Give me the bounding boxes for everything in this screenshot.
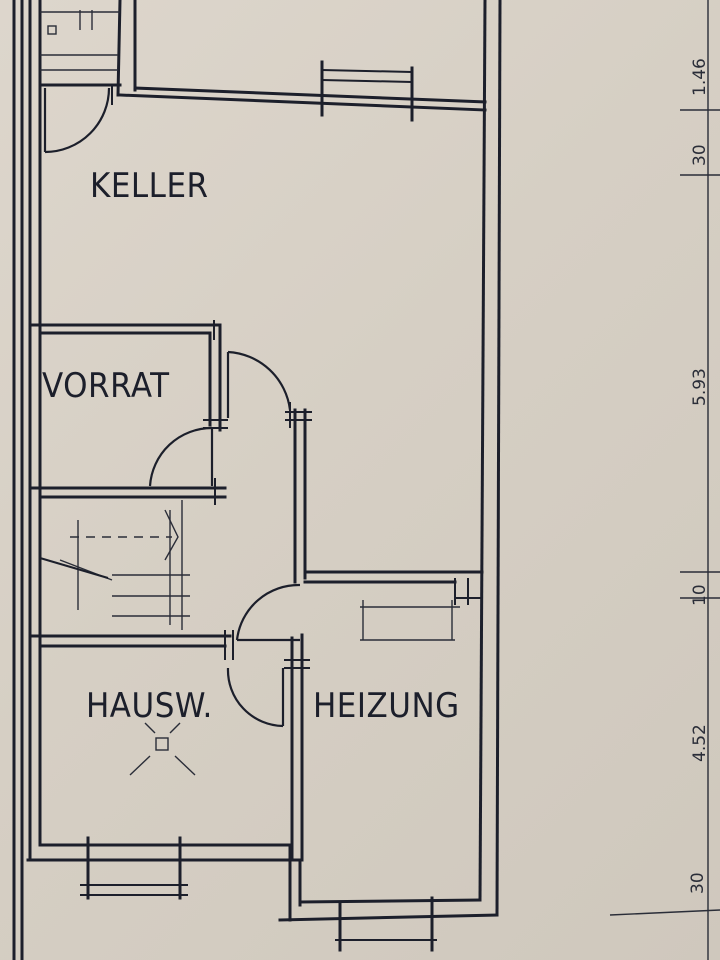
dimension-label: 30 [688,872,708,894]
dimension-label: 10 [690,584,710,606]
dimension-line [609,0,720,960]
dimension-label: 1.46 [690,58,710,96]
corridor-wall [285,402,312,584]
dimension-label: 4.52 [690,724,710,762]
keller-top-wall [38,0,487,112]
door-swing-keller [226,350,292,418]
left-edge-wall [12,0,24,960]
top-room-details [40,10,120,105]
door-swing-vorrat [148,419,228,487]
vorrat-walls [28,320,227,505]
window-symbol-keller [320,60,414,122]
window-symbol-heizung [335,896,437,952]
room-label-vorrat: VORRAT [42,366,170,406]
boiler-symbol [360,600,460,641]
stair-symbol [39,500,190,630]
dimension-label: 5.93 [690,368,710,406]
door-swing-heizung [235,583,301,642]
heizung-top-wall [303,570,484,605]
door-swing-top [43,87,111,154]
window-symbol-hausw [80,836,188,900]
outer-walls [26,0,502,922]
door-swing-hausw [226,667,285,728]
heizung-west-wall [284,633,310,862]
floor-drain-symbol [129,722,196,776]
hausw-walls [28,630,234,660]
room-label-heizung: HEIZUNG [313,686,460,726]
dimension-label: 30 [690,144,710,166]
room-label-hausw: HAUSW. [86,686,213,726]
room-label-keller: KELLER [90,166,209,206]
